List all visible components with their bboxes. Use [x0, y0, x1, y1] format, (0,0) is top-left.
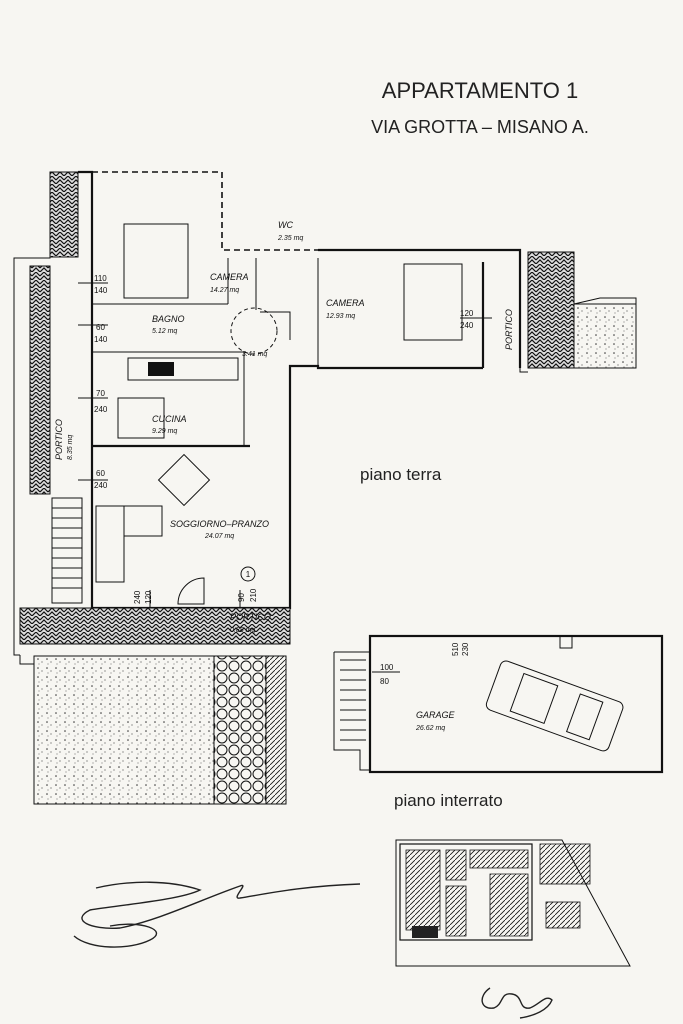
opening-g2-top: 100 [380, 663, 394, 672]
disimpegno-circle [230, 307, 278, 355]
room-cucina-area: 9.29 mq [152, 428, 177, 435]
room-camera-2-area: 12.93 mq [326, 313, 355, 320]
sofa [95, 505, 125, 583]
north-marker-label: 1 [246, 570, 251, 579]
garage-walls [368, 634, 664, 774]
room-portico-bottom-area: 0.88 mq [230, 627, 255, 634]
herringbone-strip-bottom [19, 607, 291, 645]
room-cucina-name: CUCINA [152, 414, 187, 424]
room-portico-left-area: 8.35 mq [67, 435, 74, 460]
basement-plan [333, 634, 664, 774]
opening-w6-top: 240 [133, 590, 142, 604]
room-bagno-area: 5.12 mq [152, 328, 177, 335]
opening-w2-top: 60 [96, 323, 105, 332]
opening-w5-bottom: 240 [460, 321, 474, 330]
signature-2 [481, 987, 553, 1019]
room-camera-1-area: 14.27 mq [210, 287, 239, 294]
coffee-table [123, 505, 163, 537]
room-camera-2-name: CAMERA [326, 298, 365, 308]
level-label-basement: piano interrato [394, 791, 503, 810]
room-camera-1-name: CAMERA [210, 272, 249, 282]
front-garden [33, 655, 215, 805]
opening-w1-top: 110 [94, 274, 107, 283]
opening-w5-top: 120 [460, 309, 474, 318]
herringbone-strip-top [49, 171, 79, 258]
opening-w1-bottom: 140 [94, 286, 108, 295]
opening-w6-bottom: 120 [144, 590, 153, 604]
opening-g1-bottom: 230 [461, 642, 470, 656]
kitchen-table [117, 397, 165, 439]
opening-w4-top: 60 [96, 469, 105, 478]
room-disimpegno-area: 3.41 mq [242, 351, 267, 358]
cobble-path [213, 655, 267, 805]
site-plan-thumbnail [395, 839, 631, 967]
opening-g2-bottom: 80 [380, 677, 389, 686]
opening-w3-bottom: 240 [94, 405, 108, 414]
room-wc-area: 2.35 mq [277, 235, 303, 242]
level-label-ground: piano terra [360, 465, 442, 484]
ground-floor-plan: 1 [13, 170, 637, 805]
room-portico-bottom-name: PORTICO [230, 612, 271, 622]
double-bed-1 [123, 223, 189, 299]
herringbone-strip-left [29, 265, 51, 495]
herringbone-strip-right [527, 251, 575, 369]
stairs [51, 497, 83, 604]
north-marker [240, 566, 256, 582]
kitchen-stove [148, 362, 174, 376]
room-soggiorno-name: SOGGIORNO–PRANZO [170, 519, 269, 529]
entrance-door [177, 577, 205, 605]
dining-table [157, 453, 211, 507]
double-bed-2 [403, 263, 463, 341]
signature-1 [73, 881, 361, 948]
opening-w2-bottom: 140 [94, 335, 108, 344]
opening-w7-bottom: 210 [249, 588, 258, 602]
room-portico-right-name: PORTICO [504, 309, 514, 350]
room-bagno-name: BAGNO [152, 314, 185, 324]
room-soggiorno-area: 24.07 mq [204, 533, 234, 540]
plan-title: APPARTAMENTO 1 [382, 78, 578, 103]
opening-g1-top: 510 [451, 642, 460, 656]
plan-address: VIA GROTTA – MISANO A. [371, 117, 589, 137]
room-portico-left-name: PORTICO [54, 419, 64, 460]
opening-w7-top: 90 [237, 593, 246, 602]
right-garden [573, 303, 637, 369]
room-garage-area: 26.62 mq [415, 725, 445, 732]
hedge [265, 655, 287, 805]
opening-w4-bottom: 240 [94, 481, 108, 490]
car-icon [485, 660, 624, 752]
opening-w3-top: 70 [96, 389, 105, 398]
room-garage-name: GARAGE [416, 710, 456, 720]
room-wc-name: WC [278, 220, 293, 230]
kitchen-counter [127, 357, 239, 381]
